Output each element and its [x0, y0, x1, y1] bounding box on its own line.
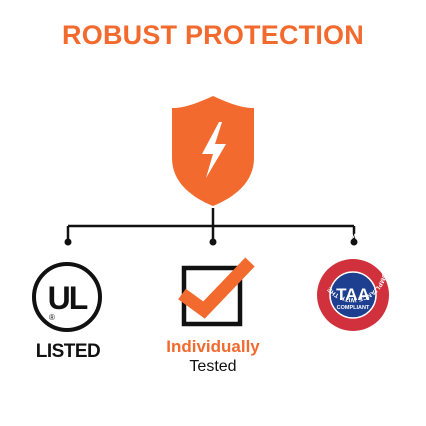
- ul-logo: UL ®: [32, 262, 102, 332]
- ul-registered-mark: ®: [49, 313, 55, 322]
- taa-seal: TRADE AGREEMENTS ACT • IN COMPLIANCE WIT…: [317, 233, 389, 331]
- taa-inner-border: [329, 271, 377, 319]
- connector-dot-left: [64, 238, 72, 246]
- taa-center-text: TAA: [336, 285, 370, 304]
- tested-caption: Tested: [189, 358, 237, 375]
- individually-caption: Individually: [166, 337, 260, 356]
- connector-dot-right: [350, 238, 358, 246]
- lightning-bolt: [202, 122, 226, 178]
- shield-lightning-icon: [172, 96, 254, 206]
- ul-listed-caption: LISTED: [35, 341, 101, 362]
- tree-connector: [66, 208, 356, 240]
- check-mark: [178, 257, 255, 319]
- taa-center-sub: COMPLIANT: [337, 305, 370, 311]
- connector-dot-center: [209, 238, 217, 246]
- taa-inner-disc: [330, 272, 376, 318]
- ul-logo-ring: [32, 262, 102, 332]
- checkbox-check-icon: [178, 257, 255, 327]
- page-title: ROBUST PROTECTION: [62, 20, 364, 50]
- ul-logo-letters: UL: [48, 280, 88, 316]
